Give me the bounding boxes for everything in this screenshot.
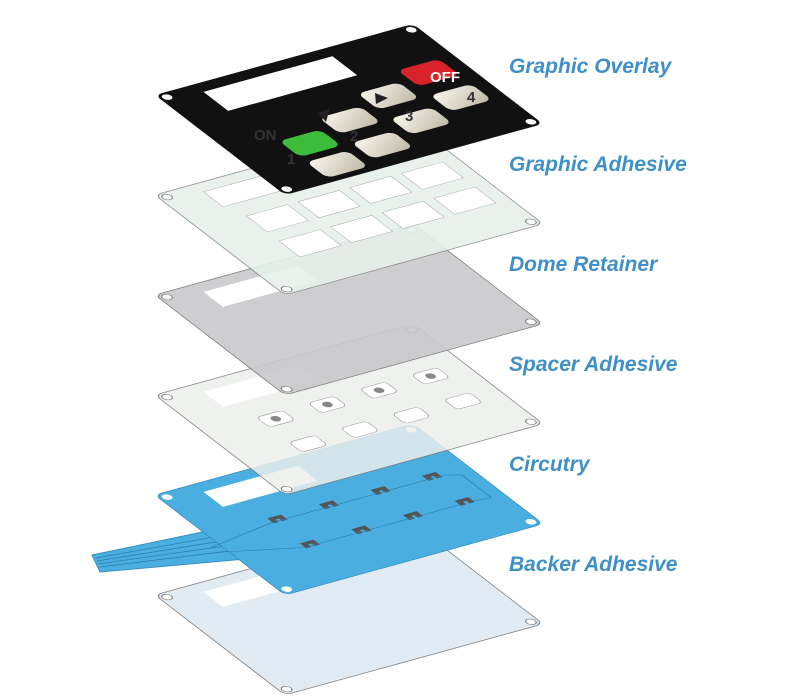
graphic-overlay-layer — [158, 25, 540, 194]
label-spacer-adhesive: Spacer Adhesive — [509, 353, 678, 376]
key-on[interactable] — [279, 130, 341, 157]
arrow-up-icon — [375, 93, 388, 104]
key-2-label: 2 — [350, 128, 358, 145]
backer-adhesive-layer — [157, 525, 541, 694]
key-off-label: OFF — [430, 69, 460, 86]
key-on-label: ON — [254, 127, 277, 144]
key-off[interactable] — [397, 59, 459, 86]
label-graphic-overlay: Graphic Overlay — [509, 55, 672, 78]
key-1[interactable] — [306, 151, 368, 178]
key-up[interactable] — [358, 82, 420, 109]
label-backer-adhesive: Backer Adhesive — [509, 553, 678, 576]
key-1-label: 1 — [287, 151, 295, 168]
key-2[interactable] — [351, 131, 413, 158]
display-window — [203, 56, 358, 111]
key-3[interactable] — [390, 107, 452, 134]
label-circuitry: Circutry — [509, 453, 590, 476]
key-4-label: 4 — [467, 89, 476, 106]
graphic-adhesive-layer — [157, 125, 541, 294]
arrow-down-icon — [318, 108, 330, 122]
key-down[interactable] — [319, 106, 381, 133]
key-4[interactable] — [430, 84, 492, 111]
label-graphic-adhesive: Graphic Adhesive — [509, 153, 687, 176]
key-3-label: 3 — [405, 108, 413, 125]
label-dome-retainer: Dome Retainer — [509, 253, 658, 276]
